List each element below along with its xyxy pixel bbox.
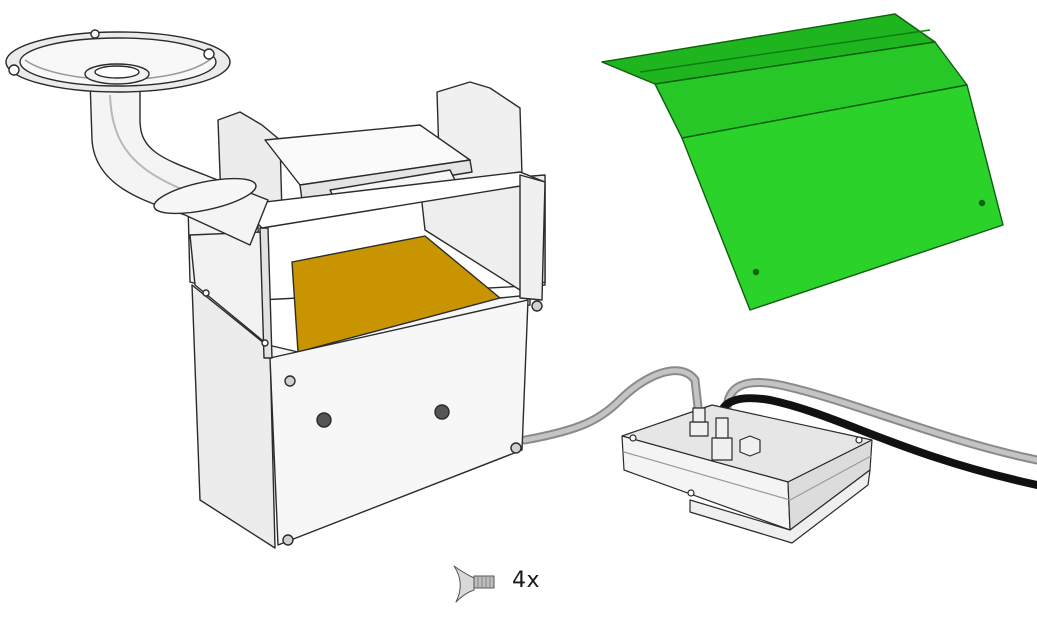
open-sheet-metal-housing bbox=[187, 81, 546, 549]
green-rain-cover bbox=[601, 13, 1004, 311]
wing-screw-icon bbox=[453, 565, 495, 603]
cables bbox=[520, 366, 1037, 489]
cable-junction-box bbox=[621, 404, 873, 544]
black-cable bbox=[716, 394, 1037, 489]
quantity-label: 4x bbox=[512, 568, 541, 593]
funnel-with-elbow-pipe bbox=[5, 29, 269, 246]
cable-gland bbox=[689, 407, 761, 461]
